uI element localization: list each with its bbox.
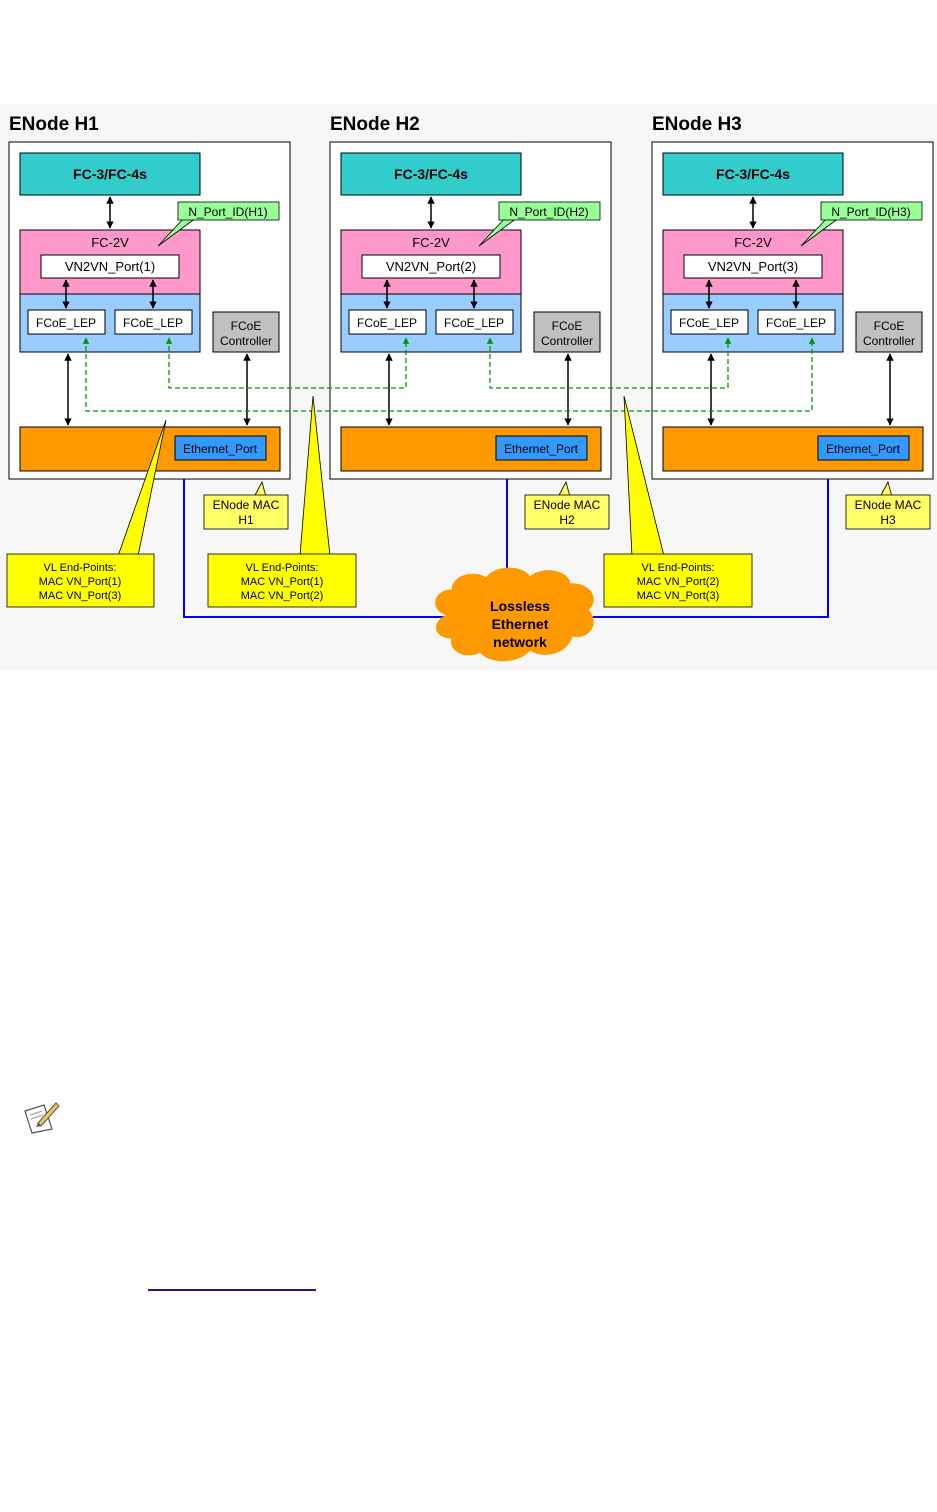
vl-callout-3: VL End-Points: MAC VN_Port(2) MAC VN_Por… (603, 395, 753, 608)
enode-h2: ENode H2 FC-3/FC-4s FC-2V VN2VN_Port(2) … (329, 114, 612, 530)
fcoe-lep-right-label: FCoE_LEP (766, 316, 826, 330)
upper-layer-box (340, 152, 522, 196)
link-h1 (183, 461, 450, 618)
vn2vn-port-label: VN2VN_Port(2) (386, 259, 476, 274)
virtual-link-h1-h2 (165, 337, 410, 389)
vn2vn-port-box (683, 254, 823, 279)
vl-callout-line1: VL End-Points: (642, 562, 715, 574)
enode-title: ENode H2 (330, 114, 420, 135)
fcoe-lep-left (27, 309, 106, 335)
fcoe-controller (533, 311, 601, 353)
vl-callout-line1: VL End-Points: (246, 562, 319, 574)
fcoe-lep-right (435, 309, 514, 335)
enode-mac-callout (203, 494, 289, 530)
vl-callout-1: VL End-Points: MAC VN_Port(1) MAC VN_Por… (6, 419, 167, 608)
fcoe-lep-right (757, 309, 836, 335)
enode-mac-line2: H3 (880, 513, 896, 527)
vn2vn-port-box (361, 254, 501, 279)
controller-line2: Controller (220, 334, 272, 348)
upper-layer-box (662, 152, 844, 196)
enode-mac-line1: ENode MAC (855, 498, 922, 512)
fc2v-label: FC-2V (91, 235, 129, 250)
enode-mac-callout (524, 494, 610, 530)
network-line2: Ethernet (492, 616, 549, 632)
fcoe-lep-right (114, 309, 193, 335)
virtual-links (82, 337, 816, 412)
link-h3 (592, 461, 829, 618)
vl-callout-line2: MAC VN_Port(2) (637, 576, 720, 588)
diagram-canvas: Lossless Ethernet network ENode H1 FC-3/… (6, 114, 934, 662)
nport-id-label: N_Port_ID(H1) (188, 205, 267, 219)
upper-layer-box (19, 152, 201, 196)
enode-mac-line2: H2 (559, 513, 575, 527)
fcoe-lep-right-label: FCoE_LEP (123, 316, 183, 330)
ethernet-port-box (174, 435, 267, 461)
upper-layer-label: FC-3/FC-4s (73, 166, 147, 182)
vn2vn-port-label: VN2VN_Port(1) (65, 259, 155, 274)
ethernet-port-label: Ethernet_Port (183, 442, 258, 456)
enode-title: ENode H1 (9, 114, 99, 135)
fcoe-vn2vn-diagram: Lossless Ethernet network ENode H1 FC-3/… (0, 0, 937, 672)
enode-mac-line1: ENode MAC (213, 498, 280, 512)
network-line3: network (493, 634, 547, 650)
vl-callout-line2: MAC VN_Port(1) (39, 576, 122, 588)
nport-id-callout (177, 201, 280, 221)
enode-h1: ENode H1 FC-3/FC-4s FC-2V VN2VN_Port(1) … (8, 114, 291, 530)
enode-mac-callout (845, 494, 931, 530)
controller-line1: FCoE (552, 319, 583, 333)
virtual-link-h2-h3 (486, 337, 732, 389)
fcoe-controller (855, 311, 923, 353)
ethernet-port-label: Ethernet_Port (826, 442, 901, 456)
vl-callout-2: VL End-Points: MAC VN_Port(1) MAC VN_Por… (207, 395, 357, 608)
ethernet-port-box (817, 435, 910, 461)
vn2vn-port-label: VN2VN_Port(3) (708, 259, 798, 274)
upper-layer-label: FC-3/FC-4s (716, 166, 790, 182)
vl-callout-line3: MAC VN_Port(3) (39, 590, 122, 602)
fc2v-label: FC-2V (412, 235, 450, 250)
nport-id-label: N_Port_ID(H3) (831, 205, 910, 219)
nport-id-label: N_Port_ID(H2) (509, 205, 588, 219)
controller-line1: FCoE (231, 319, 262, 333)
fcoe-controller (212, 311, 280, 353)
nport-id-callout (820, 201, 923, 221)
nport-id-callout (498, 201, 601, 221)
vn2vn-port-box (40, 254, 180, 279)
controller-line2: Controller (541, 334, 593, 348)
enode-title: ENode H3 (652, 114, 742, 135)
upper-layer-label: FC-3/FC-4s (394, 166, 468, 182)
ethernet-port-box (495, 435, 588, 461)
controller-line2: Controller (863, 334, 915, 348)
fc2v-label: FC-2V (734, 235, 772, 250)
fcoe-lep-right-label: FCoE_LEP (444, 316, 504, 330)
vl-callout-line3: MAC VN_Port(3) (637, 590, 720, 602)
network-line1: Lossless (490, 598, 550, 614)
vl-callout-line3: MAC VN_Port(2) (241, 590, 324, 602)
controller-line1: FCoE (874, 319, 905, 333)
lossless-network-cloud: Lossless Ethernet network (435, 567, 594, 662)
ethernet-port-label: Ethernet_Port (504, 442, 579, 456)
fcoe-lep-left-label: FCoE_LEP (357, 316, 417, 330)
fcoe-lep-left (670, 309, 749, 335)
enode-mac-line2: H1 (238, 513, 254, 527)
note-icon (22, 1099, 62, 1135)
fcoe-lep-left-label: FCoE_LEP (36, 316, 96, 330)
fcoe-lep-left (348, 309, 427, 335)
enode-h3: ENode H3 FC-3/FC-4s FC-2V VN2VN_Port(3) … (651, 114, 934, 530)
enode-mac-line1: ENode MAC (534, 498, 601, 512)
link-underline[interactable] (148, 1289, 316, 1291)
fcoe-lep-left-label: FCoE_LEP (679, 316, 739, 330)
vl-callout-line2: MAC VN_Port(1) (241, 576, 324, 588)
virtual-link-h1-h3 (82, 337, 816, 412)
vl-callout-line1: VL End-Points: (44, 562, 117, 574)
